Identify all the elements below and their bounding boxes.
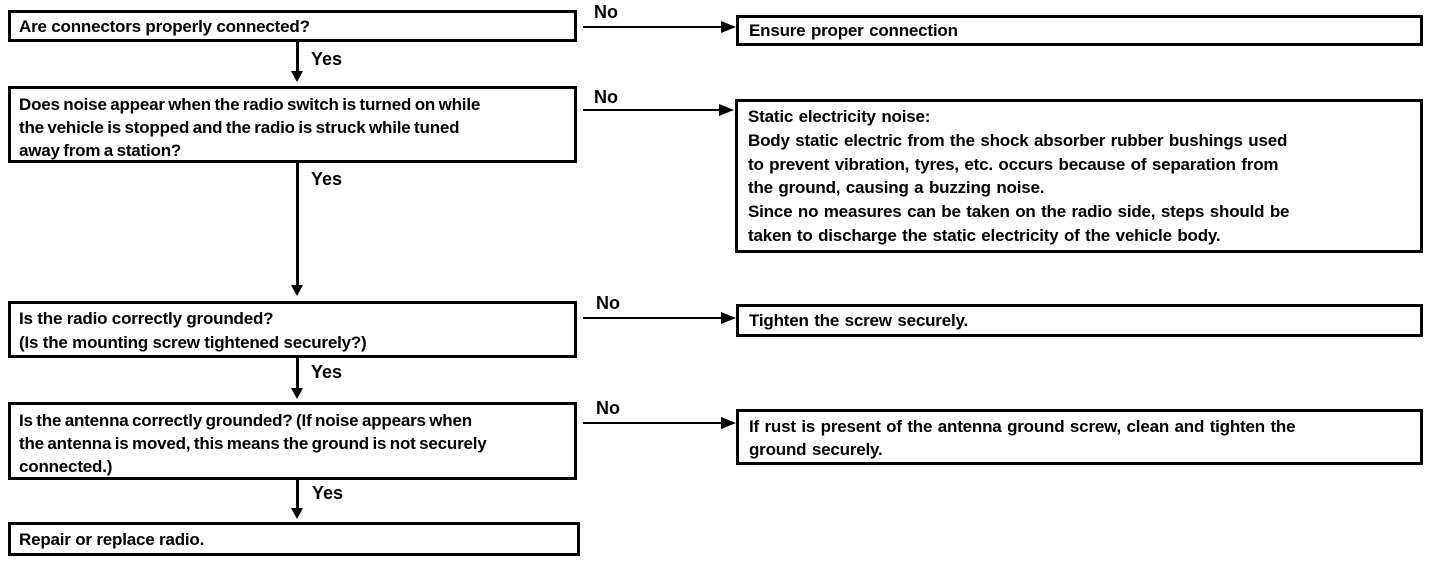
arrowhead-right-icon xyxy=(721,21,736,33)
no-arrow-2-line xyxy=(583,109,721,111)
yes-label-2: Yes xyxy=(311,169,343,189)
yes-arrow-1-line xyxy=(296,42,299,72)
question-box-connectors: Are connectors properly connected? xyxy=(8,10,577,42)
answer-box-rust-antenna-ground: If rust is present of the antenna ground… xyxy=(736,409,1423,465)
terminal-box-repair-or-replace: Repair or replace radio. xyxy=(8,522,580,556)
answer-box-tighten-screw: Tighten the screw securely. xyxy=(736,304,1423,337)
question-box-antenna-grounded: Is the antenna correctly grounded? (If n… xyxy=(8,402,577,480)
no-label-4: No xyxy=(596,398,620,418)
arrowhead-right-icon xyxy=(721,312,736,324)
arrowhead-down-icon xyxy=(291,71,303,82)
no-arrow-1-line xyxy=(583,26,723,28)
no-label-3: No xyxy=(596,293,620,313)
arrowhead-down-icon xyxy=(291,388,303,399)
answer-box-static-electricity: Static electricity noise: Body static el… xyxy=(735,99,1423,253)
arrowhead-right-icon xyxy=(719,104,734,116)
answer-box-ensure-connection: Ensure proper connection xyxy=(736,15,1423,46)
yes-label-3: Yes xyxy=(311,362,343,382)
question-box-radio-grounded: Is the radio correctly grounded? (Is the… xyxy=(8,301,577,358)
arrowhead-down-icon xyxy=(291,285,303,296)
yes-label-4: Yes xyxy=(312,483,344,503)
no-arrow-4-line xyxy=(583,422,723,424)
question-box-noise-when-struck: Does noise appear when the radio switch … xyxy=(8,86,577,163)
yes-arrow-4-line xyxy=(296,480,299,510)
yes-arrow-3-line xyxy=(296,358,299,389)
yes-arrow-2-line xyxy=(296,163,299,286)
no-label-2: No xyxy=(594,87,618,107)
yes-label-1: Yes xyxy=(311,49,343,69)
no-arrow-3-line xyxy=(583,317,723,319)
no-label-1: No xyxy=(594,2,618,22)
arrowhead-right-icon xyxy=(721,417,736,429)
arrowhead-down-icon xyxy=(291,508,303,519)
